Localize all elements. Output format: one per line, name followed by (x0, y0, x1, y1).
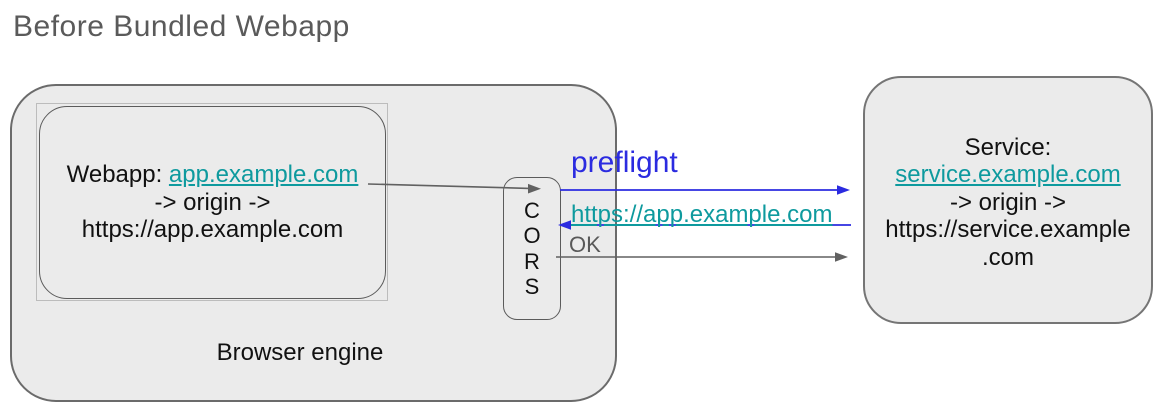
cors-letter-o: O (523, 223, 541, 249)
service-box: Service: service.example.com -> origin -… (863, 76, 1153, 324)
service-label-line: Service: (964, 133, 1052, 161)
response-origin-link[interactable]: https://app.example.com (571, 201, 833, 228)
webapp-title-line: Webapp: app.example.com (67, 161, 359, 189)
webapp-origin-url-line: https://app.example.com (81, 216, 344, 244)
browser-engine-label: Browser engine (216, 339, 384, 366)
webapp-origin-link[interactable]: app.example.com (168, 161, 359, 189)
webapp-origin-arrow-line: -> origin -> (154, 188, 271, 216)
service-origin-arrow-line: -> origin -> (949, 188, 1067, 216)
service-origin-link[interactable]: service.example.com (895, 161, 1121, 189)
arrow-ok-head (835, 252, 848, 262)
diagram-title: Before Bundled Webapp (13, 10, 350, 43)
preflight-label: preflight (571, 146, 678, 179)
ok-label: OK (569, 232, 601, 257)
cors-letter-s: S (524, 273, 540, 299)
webapp-label: Webapp: (66, 161, 169, 189)
service-origin-url-line2: .com (981, 243, 1034, 271)
webapp-box: Webapp: app.example.com -> origin -> htt… (39, 106, 386, 299)
cors-letter-c: C (524, 197, 540, 223)
arrow-preflight-head (837, 185, 850, 195)
service-origin-url-line1: https://service.example (885, 216, 1131, 244)
cors-box: C O R S (503, 177, 561, 320)
cors-letter-r: R (524, 248, 540, 274)
webapp-selection-rect (36, 103, 388, 301)
